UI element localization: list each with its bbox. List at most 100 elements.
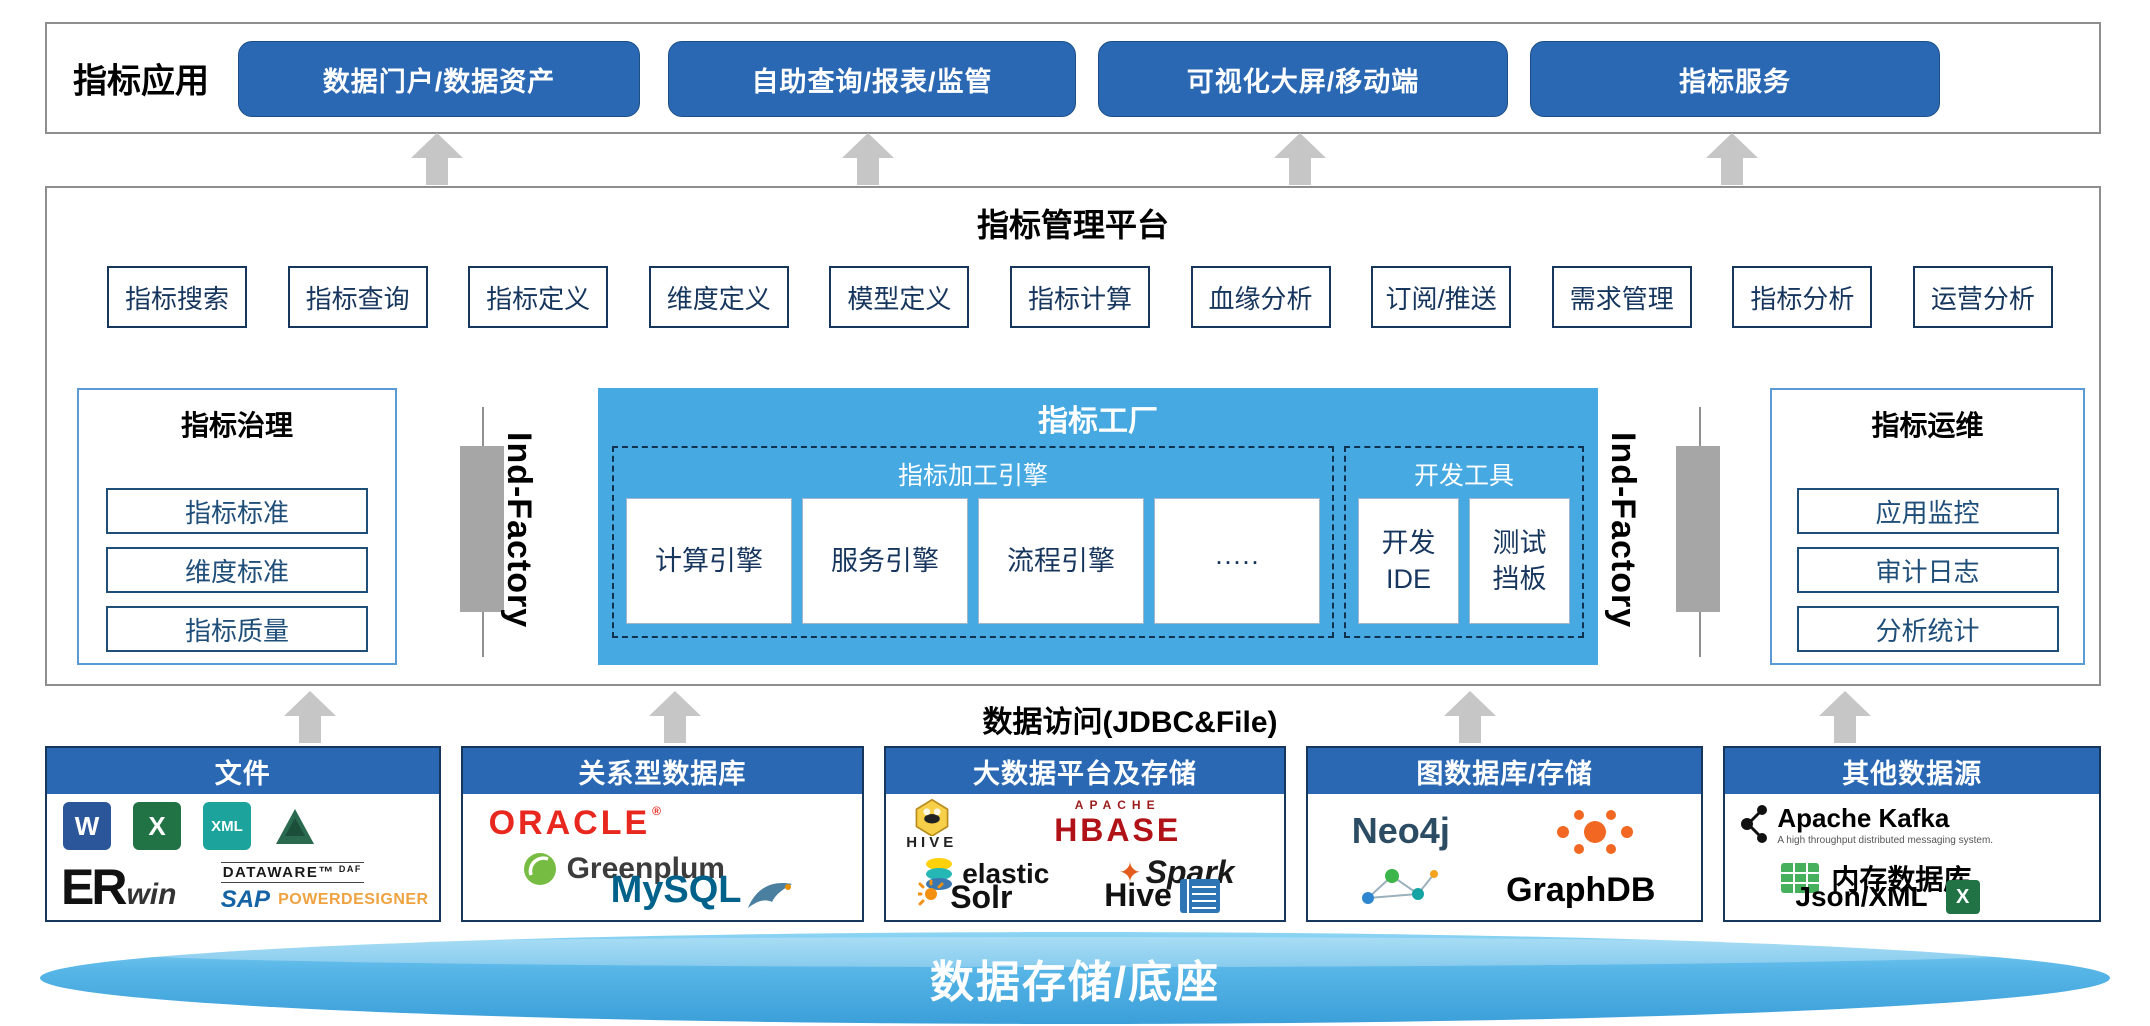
feature-box-indicator-definition: 指标定义 bbox=[468, 266, 609, 328]
devtools-cell-mock-line1: 测试 bbox=[1492, 527, 1547, 558]
source-box-bigdata-header: 大数据平台及存储 bbox=[886, 748, 1284, 794]
hbase-text: HBASE bbox=[1054, 812, 1182, 848]
source-box-other-body: Apache Kafka A high throughput distribut… bbox=[1725, 794, 2099, 920]
greenplum-logo: Greenplum bbox=[523, 852, 725, 886]
engine-group-title: 指标加工引擎 bbox=[897, 462, 1048, 490]
app-button-indicator-service: 指标服务 bbox=[1530, 41, 1940, 117]
devtools-cell-mock-line2: 挡板 bbox=[1492, 564, 1547, 594]
feature-box-indicator-search: 指标搜索 bbox=[107, 266, 247, 328]
feature-box-operation-analysis: 运营分析 bbox=[1912, 266, 2053, 328]
source-box-graph-db: 图数据库/存储 Neo4j bbox=[1305, 746, 1704, 922]
hbase-apache-text: APACHE bbox=[1074, 798, 1161, 812]
source-box-bigdata-body: HIVE APACHE HBASE elastic ✦ Spark bbox=[886, 794, 1284, 920]
devtools-cell-mock: 测试 挡板 bbox=[1469, 498, 1570, 624]
sap-logo-text: SAP bbox=[220, 886, 271, 913]
greenplum-text: Greenplum bbox=[566, 852, 725, 885]
devtools-group-title: 开发工具 bbox=[1413, 462, 1514, 490]
erwin-er-text: ER bbox=[61, 859, 127, 915]
mysql-logo: MySQL bbox=[611, 869, 794, 912]
source-box-relational-db-body: ORACLE® Greenplum MySQL bbox=[463, 794, 863, 920]
oracle-reg-mark: ® bbox=[652, 804, 664, 818]
engine-cell-more: ····· bbox=[1154, 498, 1320, 624]
kafka-icon bbox=[1741, 805, 1768, 843]
governance-panel: 指标治理 指标标准 维度标准 指标质量 bbox=[77, 388, 397, 665]
hive-table-text: Hive bbox=[1104, 877, 1172, 913]
source-box-files: 文件 W X XML ERwin bbox=[45, 746, 441, 922]
left-ind-factory-label: Ind-Factory bbox=[500, 431, 538, 629]
feature-box-indicator-calculation: 指标计算 bbox=[1009, 266, 1150, 328]
up-arrow-icon bbox=[411, 133, 463, 185]
up-arrow-icon bbox=[1274, 133, 1326, 185]
elastic-text: elastic bbox=[962, 858, 1050, 889]
engine-cell-service: 服务引擎 bbox=[802, 498, 968, 624]
devtools-cell-ide: 开发 IDE bbox=[1358, 498, 1459, 624]
daf-text: DAF bbox=[338, 864, 362, 874]
up-arrow-icon bbox=[842, 133, 894, 185]
apps-section-label: 指标应用 bbox=[73, 62, 209, 101]
devtools-cell-ide-line2: IDE bbox=[1385, 564, 1431, 594]
neo4j-text: Neo4j bbox=[1351, 810, 1450, 851]
pyramid-icon bbox=[276, 809, 314, 844]
devtools-group: 开发工具 开发 IDE 测试 挡板 bbox=[1344, 446, 1584, 638]
hive-text: HIVE bbox=[906, 834, 958, 851]
feature-box-lineage-analysis: 血缘分析 bbox=[1190, 266, 1331, 328]
ops-item-app-monitoring: 应用监控 bbox=[1796, 488, 2059, 534]
up-arrow-icon bbox=[1444, 691, 1496, 743]
engine-group-items: 计算引擎 服务引擎 流程引擎 ····· bbox=[626, 498, 1320, 624]
excel-icon: X bbox=[1945, 880, 1980, 914]
ops-panel: 指标运维 应用监控 审计日志 分析统计 bbox=[1770, 388, 2085, 665]
app-button-visualization: 可视化大屏/移动端 bbox=[1098, 41, 1508, 117]
erwin-win-text: win bbox=[126, 878, 177, 911]
up-arrow-icon bbox=[284, 691, 336, 743]
source-box-other-header: 其他数据源 bbox=[1725, 748, 2099, 794]
feature-box-requirement-management: 需求管理 bbox=[1551, 266, 1692, 328]
excel-icon: X bbox=[133, 802, 181, 850]
feature-box-indicator-query: 指标查询 bbox=[287, 266, 428, 328]
source-box-files-header: 文件 bbox=[47, 748, 439, 794]
platform-title: 指标管理平台 bbox=[976, 207, 1169, 243]
feature-box-model-definition: 模型定义 bbox=[829, 266, 970, 328]
hive-logo: HIVE bbox=[906, 798, 957, 851]
up-arrow-icon bbox=[649, 691, 701, 743]
app-button-data-portal: 数据门户/数据资产 bbox=[238, 41, 640, 117]
governance-item-dimension-standard: 维度标准 bbox=[106, 547, 368, 593]
elastic-icon bbox=[926, 858, 953, 890]
kafka-logo: Apache Kafka A high throughput distribut… bbox=[1739, 802, 1993, 846]
left-connector-bar bbox=[460, 446, 504, 612]
governance-title: 指标治理 bbox=[180, 410, 293, 441]
oracle-text: ORACLE bbox=[488, 804, 651, 842]
engine-cell-compute: 计算引擎 bbox=[626, 498, 792, 624]
mysql-text: MySQL bbox=[610, 869, 742, 911]
source-box-relational-db-header: 关系型数据库 bbox=[462, 748, 863, 794]
dataware-text: DATAWARE™ bbox=[222, 864, 335, 881]
factory-title: 指标工厂 bbox=[1038, 405, 1158, 438]
graphdb-dots-icon bbox=[1557, 810, 1634, 854]
kafka-text-block: Apache Kafka A high throughput distribut… bbox=[1777, 803, 1993, 846]
oracle-logo: ORACLE® bbox=[489, 804, 664, 843]
powerdesigner-logo-text: POWERDESIGNER bbox=[278, 891, 429, 908]
solr-sun-icon bbox=[918, 879, 944, 905]
erwin-logo: ERwin bbox=[61, 858, 176, 916]
right-connector-bar bbox=[1676, 446, 1720, 612]
mysql-dolphin-icon bbox=[747, 883, 792, 908]
devtools-cell-ide-line1: 开发 bbox=[1381, 527, 1436, 558]
factory-box: 指标工厂 指标加工引擎 计算引擎 服务引擎 流程引擎 ····· 开发工具 开发… bbox=[598, 388, 1598, 665]
xml-icon: XML bbox=[203, 802, 251, 850]
data-access-label: 数据访问(JDBC&File) bbox=[982, 706, 1278, 739]
governance-item-indicator-quality: 指标质量 bbox=[106, 606, 368, 652]
solr-text: Solr bbox=[950, 879, 1013, 915]
sources-row: 文件 W X XML ERwin bbox=[45, 746, 2101, 922]
source-box-graph-db-body: Neo4j bbox=[1308, 794, 1702, 920]
app-button-self-service-query: 自助查询/报表/监管 bbox=[668, 41, 1076, 117]
source-box-graph-db-header: 图数据库/存储 bbox=[1307, 748, 1702, 794]
ops-title: 指标运维 bbox=[1871, 410, 1984, 441]
engine-cell-flow: 流程引擎 bbox=[978, 498, 1144, 624]
kafka-text: Apache Kafka bbox=[1777, 802, 1950, 833]
hbase-logo: APACHE HBASE bbox=[1054, 798, 1181, 849]
ops-item-audit-log: 审计日志 bbox=[1796, 547, 2059, 593]
